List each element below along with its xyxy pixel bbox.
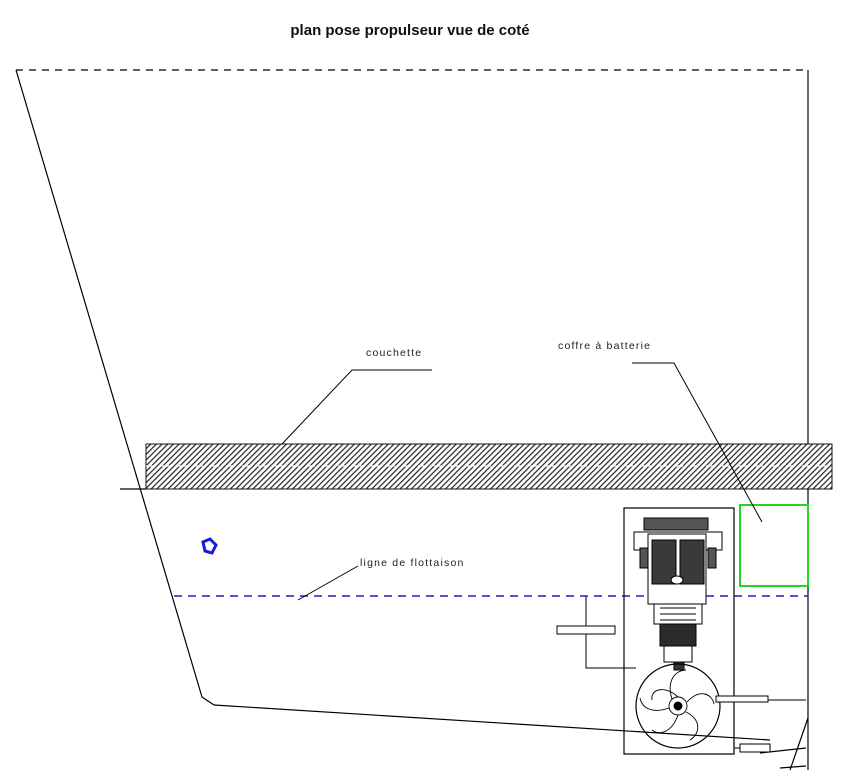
thruster-tube-lower bbox=[739, 743, 771, 753]
skeg-line bbox=[789, 717, 809, 771]
propeller-tunnel bbox=[635, 663, 721, 749]
battery-box-label: coffre à batterie bbox=[558, 340, 651, 352]
bunk-leader-line bbox=[281, 369, 432, 445]
thruster-assembly bbox=[556, 507, 806, 755]
bow-line bbox=[15, 69, 215, 706]
keel-line bbox=[213, 704, 771, 741]
battery-leader-line bbox=[632, 362, 763, 523]
blue-marker bbox=[201, 537, 218, 555]
waterline-callout: ligne de flottaison bbox=[174, 557, 808, 601]
battery-box bbox=[739, 504, 809, 587]
thruster-mount-plate bbox=[556, 625, 616, 635]
waterline-leader-line bbox=[297, 565, 359, 601]
thruster-mount-bracket bbox=[585, 596, 636, 669]
thruster-frame bbox=[623, 507, 735, 755]
diagram-title: plan pose propulseur vue de coté bbox=[290, 22, 530, 39]
bunk-callout: couchette bbox=[281, 347, 432, 445]
bunk-label: couchette bbox=[366, 347, 422, 359]
bunk bbox=[120, 443, 833, 490]
thruster-motor-icon bbox=[633, 517, 723, 671]
battery-box-callout: coffre à batterie bbox=[558, 340, 809, 587]
propeller-icon bbox=[639, 669, 715, 741]
hull-outline bbox=[15, 69, 809, 771]
waterline-label: ligne de flottaison bbox=[360, 557, 465, 569]
thruster-tube-upper bbox=[715, 695, 769, 703]
skeg-base bbox=[779, 765, 807, 769]
